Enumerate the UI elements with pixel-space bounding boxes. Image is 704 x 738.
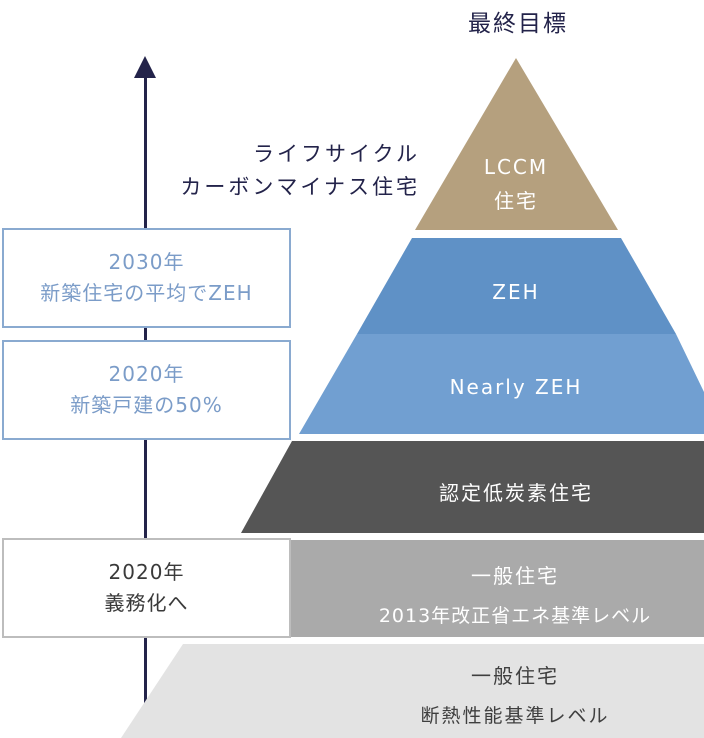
tier-zeh: [357, 238, 676, 334]
arrow-up-icon: [134, 56, 156, 78]
lccm-caption: ライフサイクル カーボンマイナス住宅: [180, 138, 420, 204]
tier-general-insulation: [121, 644, 704, 738]
tier-low-carbon: [241, 441, 704, 533]
milestone-2020-zeh-box: 2020年 新築戸建の50%: [2, 340, 291, 440]
tier-lccm: [415, 58, 618, 230]
milestone-2020-mandatory-year: 2020年: [108, 560, 185, 584]
tier-lccm-line1: LCCM: [483, 155, 549, 179]
tier-general-insulation-line1: 一般住宅: [471, 664, 559, 688]
milestone-2030-year: 2030年: [108, 250, 185, 274]
tier-general-insulation-label: 一般住宅 断熱性能基準レベル: [380, 656, 650, 736]
milestone-2030-box: 2030年 新築住宅の平均でZEH: [2, 228, 291, 328]
tier-nearly-zeh: [299, 334, 704, 434]
tier-nearly-zeh-label: Nearly ZEH: [449, 375, 583, 399]
milestone-2020-mandatory-text: 義務化へ: [104, 591, 189, 615]
lccm-caption-line2: カーボンマイナス住宅: [180, 175, 420, 199]
tier-zeh-label: ZEH: [492, 280, 540, 304]
milestone-2020-zeh-text: 新築戸建の50%: [70, 393, 223, 417]
milestone-2030-text: 新築住宅の平均でZEH: [40, 281, 253, 305]
milestone-2020-zeh-year: 2020年: [108, 362, 185, 386]
tier-general-2013-label: 一般住宅 2013年改正省エネ基準レベル: [330, 556, 700, 636]
goal-title: 最終目標: [468, 11, 568, 37]
tier-general-2013: [290, 540, 704, 637]
tier-low-carbon-label: 認定低炭素住宅: [439, 481, 593, 505]
tier-general-2013-line1: 一般住宅: [471, 564, 559, 588]
lccm-caption-line1: ライフサイクル: [253, 142, 420, 166]
tier-lccm-label: LCCM 住宅: [456, 150, 576, 218]
tier-general-2013-line2: 2013年改正省エネ基準レベル: [378, 605, 652, 627]
tier-general-insulation-line2: 断熱性能基準レベル: [420, 705, 610, 727]
milestone-2020-mandatory-box: 2020年 義務化へ: [2, 538, 291, 638]
tier-lccm-line2: 住宅: [494, 189, 538, 213]
